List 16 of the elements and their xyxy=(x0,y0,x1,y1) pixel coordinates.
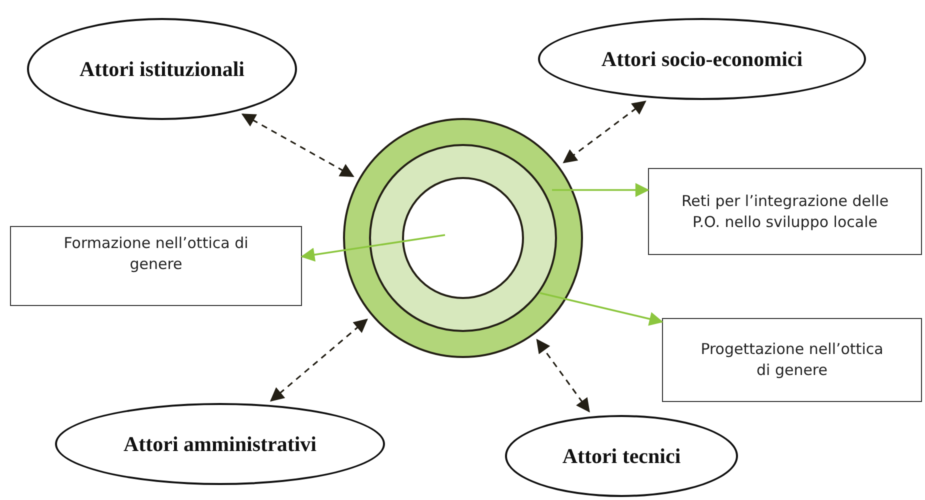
arrow xyxy=(300,234,446,262)
text-box xyxy=(648,168,922,255)
arrow xyxy=(540,292,664,326)
double-arrow xyxy=(270,318,368,402)
text-box xyxy=(662,318,922,402)
text-box xyxy=(10,226,302,306)
box-text: Reti per l’integrazione delle P.O. nello sviluppo locale xyxy=(680,190,890,232)
actor-label: Attori istituzionali xyxy=(79,56,245,82)
actor-label: Attori amministrativi xyxy=(123,432,317,456)
actor-label: Attori tecnici xyxy=(562,444,681,468)
double-arrow xyxy=(241,114,354,178)
actor-label: Attori socio-economici xyxy=(601,46,803,72)
box-text: Progettazione nell’ottica di genere xyxy=(700,339,884,381)
box-text: Formazione nell’ottica di genere xyxy=(62,233,250,275)
double-arrow xyxy=(562,100,646,164)
double-arrow xyxy=(536,338,590,413)
